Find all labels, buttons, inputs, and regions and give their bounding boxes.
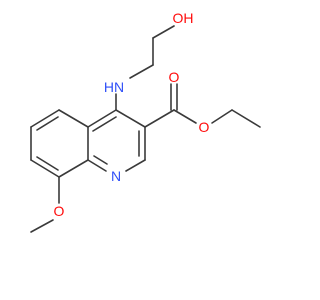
bond-c3-carbonyl: [144, 109, 175, 128]
bond-o-ch3: [30, 219, 54, 233]
bond-c4-c4a-double: [92, 116, 117, 132]
amine-nitrogen-label: HN: [104, 79, 124, 95]
bond-c4a-c5: [58, 109, 89, 128]
bond-ch2-nh: [129, 64, 154, 79]
bond-c5-c6-double: [36, 116, 59, 131]
bond-oh-ch2: [152, 25, 175, 39]
bond-c8-c8a: [58, 159, 89, 178]
bond-ch2-ch3: [231, 109, 261, 128]
bond-c7-c8: [30, 159, 60, 178]
atom-labels: OH HN O O N O: [54, 10, 210, 219]
bond-c5-c6: [30, 109, 60, 128]
structure-diagram: OH HN O O N O: [30, 10, 261, 233]
hydroxyl-oxygen-label: OH: [173, 10, 194, 26]
methoxy-oxygen-label: O: [54, 203, 65, 219]
carbonyl-oxygen-label: O: [169, 69, 180, 85]
ring-nitrogen-label: N: [111, 168, 121, 184]
bond-c2-n1: [125, 159, 146, 172]
bond-n1-c8a-double: [93, 155, 108, 165]
bond-c4-c3: [115, 109, 146, 128]
ester-oxygen-label: O: [199, 119, 210, 135]
bond-carbonyl-oester: [173, 109, 197, 124]
bond-c4-c4a: [87, 109, 117, 128]
bonds: [30, 25, 261, 233]
bond-oester-ch2: [211, 109, 233, 124]
bond-n1-c8a: [87, 159, 107, 172]
bond-c7-c8-double: [36, 156, 59, 171]
